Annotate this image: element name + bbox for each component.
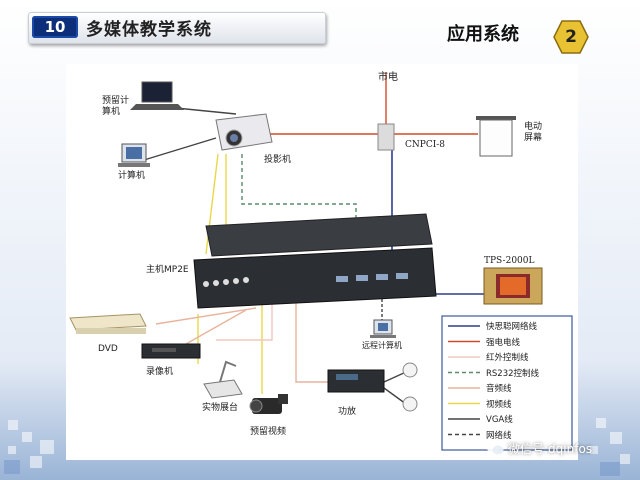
wechat-icon [486,441,504,455]
vga-line-laptop [175,107,237,115]
label-motor-screen: 电动 屏幕 [524,122,543,143]
label-reserved-video: 预留视频 [250,427,287,437]
touch-panel-icon [483,267,543,305]
audio-line-vcr [185,309,247,345]
legend-box [441,315,573,451]
legend-label: 红外控制线 [486,353,529,363]
label-dvd: DVD [98,344,118,354]
ir-line [216,296,273,341]
visualizer-icon [203,360,243,399]
amplifier-icon [327,369,385,393]
vcr-icon [141,343,201,359]
badge-number: 2 [565,27,577,47]
speaker-line-1 [383,371,407,383]
section-number-badge: 10 [32,16,78,38]
motor-screen-icon [476,116,516,157]
remote-computer-icon [370,319,396,338]
legend-label: 视频线 [486,399,512,410]
label-remote-computer: 远程计算机 [362,341,402,350]
label-projector: 投影机 [264,155,292,165]
watermark-text: 微信号:dqinfos [508,442,593,456]
label-host: 主机MP2E [146,265,189,275]
label-mains: 市电 [378,72,398,83]
laptop-icon [130,81,184,110]
computer-icon [118,143,150,167]
right-title: 应用系统 [447,24,519,45]
legend-label: 强电电线 [486,337,521,348]
label-visualizer: 实物展台 [202,403,239,413]
host-unit-icon [193,213,437,309]
dvd-player-icon [69,313,147,334]
speaker-line-2 [383,387,407,405]
label-cnpci: CNPCI-8 [405,140,446,150]
audio-line-dvd [155,307,257,325]
label-amplifier: 功放 [338,407,357,417]
camcorder-icon [249,394,288,414]
section-title: 多媒体教学系统 [86,20,212,40]
label-tps: TPS-2000L [484,256,535,266]
legend-swatches [448,325,480,436]
projector-icon [215,113,273,151]
label-reserved-computer: 预留计 算机 [102,96,130,117]
legend-label: 快思聪网络线 [486,322,538,332]
cnpci-box-icon [377,123,395,151]
legend-label: 音频线 [486,384,512,394]
label-vcr: 录像机 [146,367,174,377]
speaker-icon [402,362,418,412]
vga-line-computer [143,137,217,161]
system-diagram [69,72,573,451]
legend-label: RS232控制线 [486,368,540,379]
legend-label: 网络线 [486,430,512,441]
label-computer: 计算机 [118,171,146,181]
audio-line-amp [295,290,328,383]
legend-label: VGA线 [486,415,513,425]
badge-hexagon-icon [553,20,589,54]
